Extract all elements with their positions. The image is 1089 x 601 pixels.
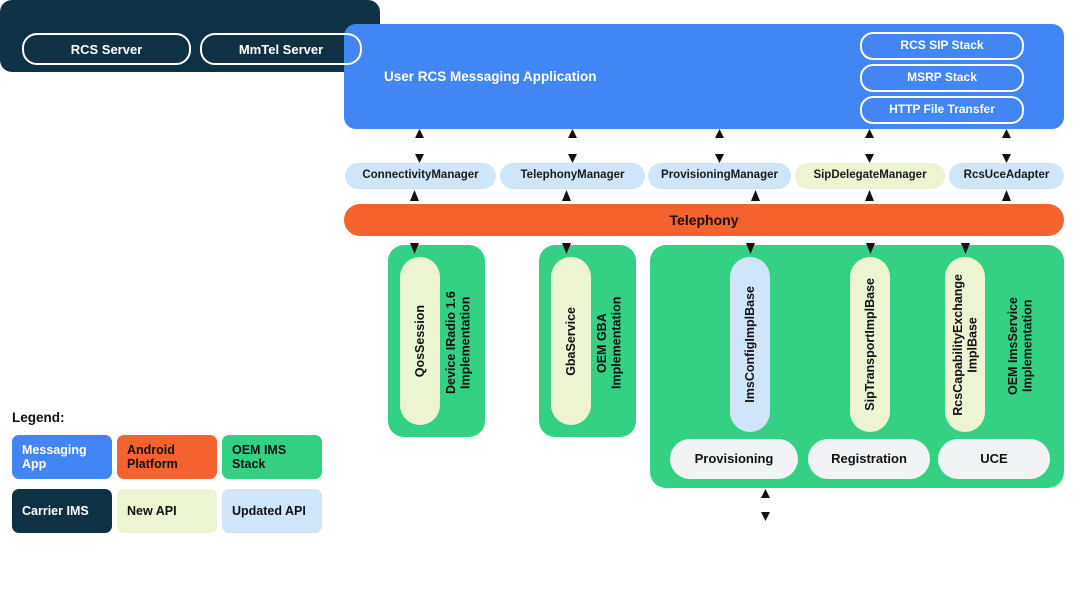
legend-grid: Messaging App Android Platform OEM IMS S… bbox=[12, 435, 327, 533]
manager-rcsuceadapter[interactable]: RcsUceAdapter bbox=[949, 163, 1064, 189]
api-pill-label: RcsCapabilityExchange ImplBase bbox=[950, 273, 979, 416]
manager-label: SipDelegateManager bbox=[813, 169, 927, 182]
api-pill-label: ImsConfigImplBase bbox=[742, 286, 757, 403]
manager-label: TelephonyManager bbox=[520, 169, 625, 182]
ims-backend-box: IMS Backend RCS Server MmTel Server bbox=[0, 0, 587, 72]
arrow-telephony-to-qossession bbox=[410, 243, 419, 254]
legend-item-updated-api: Updated API bbox=[222, 489, 322, 533]
app-stack-pill-msrp: MSRP Stack bbox=[860, 64, 1024, 92]
arrow-telephony-to-imsconfigimplbase bbox=[746, 243, 755, 254]
manager-label: ProvisioningManager bbox=[661, 169, 778, 182]
legend-item-carrier-ims: Carrier IMS bbox=[12, 489, 112, 533]
legend-item-label: Updated API bbox=[232, 503, 306, 518]
legend-title: Legend: bbox=[12, 410, 65, 425]
function-pill-label: UCE bbox=[980, 450, 1008, 466]
manager-telephonymanager[interactable]: TelephonyManager bbox=[500, 163, 645, 189]
app-band-title: User RCS Messaging Application bbox=[384, 68, 597, 84]
api-pill-label: QosSession bbox=[412, 304, 427, 378]
arrow-sipdelegatemanager-to-telephony bbox=[865, 190, 874, 201]
backend-pill-mmtel-server: MmTel Server bbox=[200, 33, 362, 65]
oem-box-gba: GbaService OEM GBA Implementation bbox=[539, 245, 636, 437]
user-application-band: User RCS Messaging Application RCS SIP S… bbox=[344, 24, 1064, 129]
arrow-connectivitymanager-to-telephony bbox=[410, 190, 419, 201]
manager-connectivitymanager[interactable]: ConnectivityManager bbox=[345, 163, 496, 189]
telephony-bar-label: Telephony bbox=[669, 211, 739, 228]
function-pill-uce[interactable]: UCE bbox=[938, 439, 1050, 479]
arrow-telephony-to-gbaservice bbox=[562, 243, 571, 254]
api-pill-siptransportimplbase[interactable]: SipTransportImplBase bbox=[850, 257, 890, 432]
app-stack-pill-rcs-sip: RCS SIP Stack bbox=[860, 32, 1024, 60]
legend-item-new-api: New API bbox=[117, 489, 217, 533]
api-pill-gbaservice[interactable]: GbaService bbox=[551, 257, 591, 425]
legend-item-label: New API bbox=[127, 503, 177, 518]
arrow-provisioningmanager-to-telephony bbox=[751, 190, 760, 201]
oem-box-imsservice: ImsConfigImplBase SipTransportImplBase R… bbox=[650, 245, 1064, 488]
oem-box-caption: OEM GBA Implementation bbox=[595, 296, 624, 390]
arrow-app-to-sipdelegatemanager bbox=[865, 129, 874, 163]
legend-item-label: OEM IMS Stack bbox=[232, 442, 287, 471]
app-stack-pill-http-file-transfer: HTTP File Transfer bbox=[860, 96, 1024, 124]
legend-item-messaging-app: Messaging App bbox=[12, 435, 112, 479]
arrow-telephony-to-siptransportimplbase bbox=[866, 243, 875, 254]
legend-item-oem-ims-stack: OEM IMS Stack bbox=[222, 435, 322, 479]
function-pill-provisioning[interactable]: Provisioning bbox=[670, 439, 798, 479]
android-platform-telephony-bar: Telephony bbox=[344, 204, 1064, 236]
manager-label: RcsUceAdapter bbox=[963, 169, 1050, 182]
arrow-imsservice-to-ims-backend bbox=[761, 489, 770, 521]
legend-item-label: Android Platform bbox=[127, 442, 178, 471]
backend-pill-rcs-server: RCS Server bbox=[22, 33, 191, 65]
legend: Legend: Messaging App Android Platform O… bbox=[12, 410, 327, 533]
ims-backend-title: IMS Backend bbox=[502, 8, 587, 23]
api-pill-label: SipTransportImplBase bbox=[862, 278, 877, 411]
arrow-app-to-connectivitymanager bbox=[415, 129, 424, 163]
legend-item-label: Messaging App bbox=[22, 442, 87, 471]
oem-box-caption: Device IRadio 1.6 Implementation bbox=[444, 291, 473, 395]
legend-item-label: Carrier IMS bbox=[22, 503, 89, 518]
arrow-app-to-provisioningmanager bbox=[715, 129, 724, 163]
oem-box-device-iradio: QosSession Device IRadio 1.6 Implementat… bbox=[388, 245, 485, 437]
manager-sipdelegatemanager[interactable]: SipDelegateManager bbox=[795, 163, 945, 189]
manager-label: ConnectivityManager bbox=[362, 169, 479, 182]
arrow-app-to-rcsuceadapter bbox=[1002, 129, 1011, 163]
api-pill-label: GbaService bbox=[563, 306, 578, 376]
function-pill-label: Registration bbox=[831, 450, 907, 466]
manager-provisioningmanager[interactable]: ProvisioningManager bbox=[648, 163, 791, 189]
api-pill-imsconfigimplbase[interactable]: ImsConfigImplBase bbox=[730, 257, 770, 432]
api-pill-qossession[interactable]: QosSession bbox=[400, 257, 440, 425]
arrow-rcsuceadapter-to-telephony bbox=[1002, 190, 1011, 201]
arrow-telephony-to-rcscapabilityexchangeimplbase bbox=[961, 243, 970, 254]
api-pill-rcscapabilityexchangeimplbase[interactable]: RcsCapabilityExchange ImplBase bbox=[945, 257, 985, 432]
legend-item-android-platform: Android Platform bbox=[117, 435, 217, 479]
arrow-telephonymanager-to-telephony bbox=[562, 190, 571, 201]
function-pill-label: Provisioning bbox=[694, 450, 774, 466]
function-pill-registration[interactable]: Registration bbox=[808, 439, 930, 479]
oem-box-caption: OEM ImsService Implementation bbox=[1006, 297, 1035, 395]
arrow-app-to-telephonymanager bbox=[568, 129, 577, 163]
